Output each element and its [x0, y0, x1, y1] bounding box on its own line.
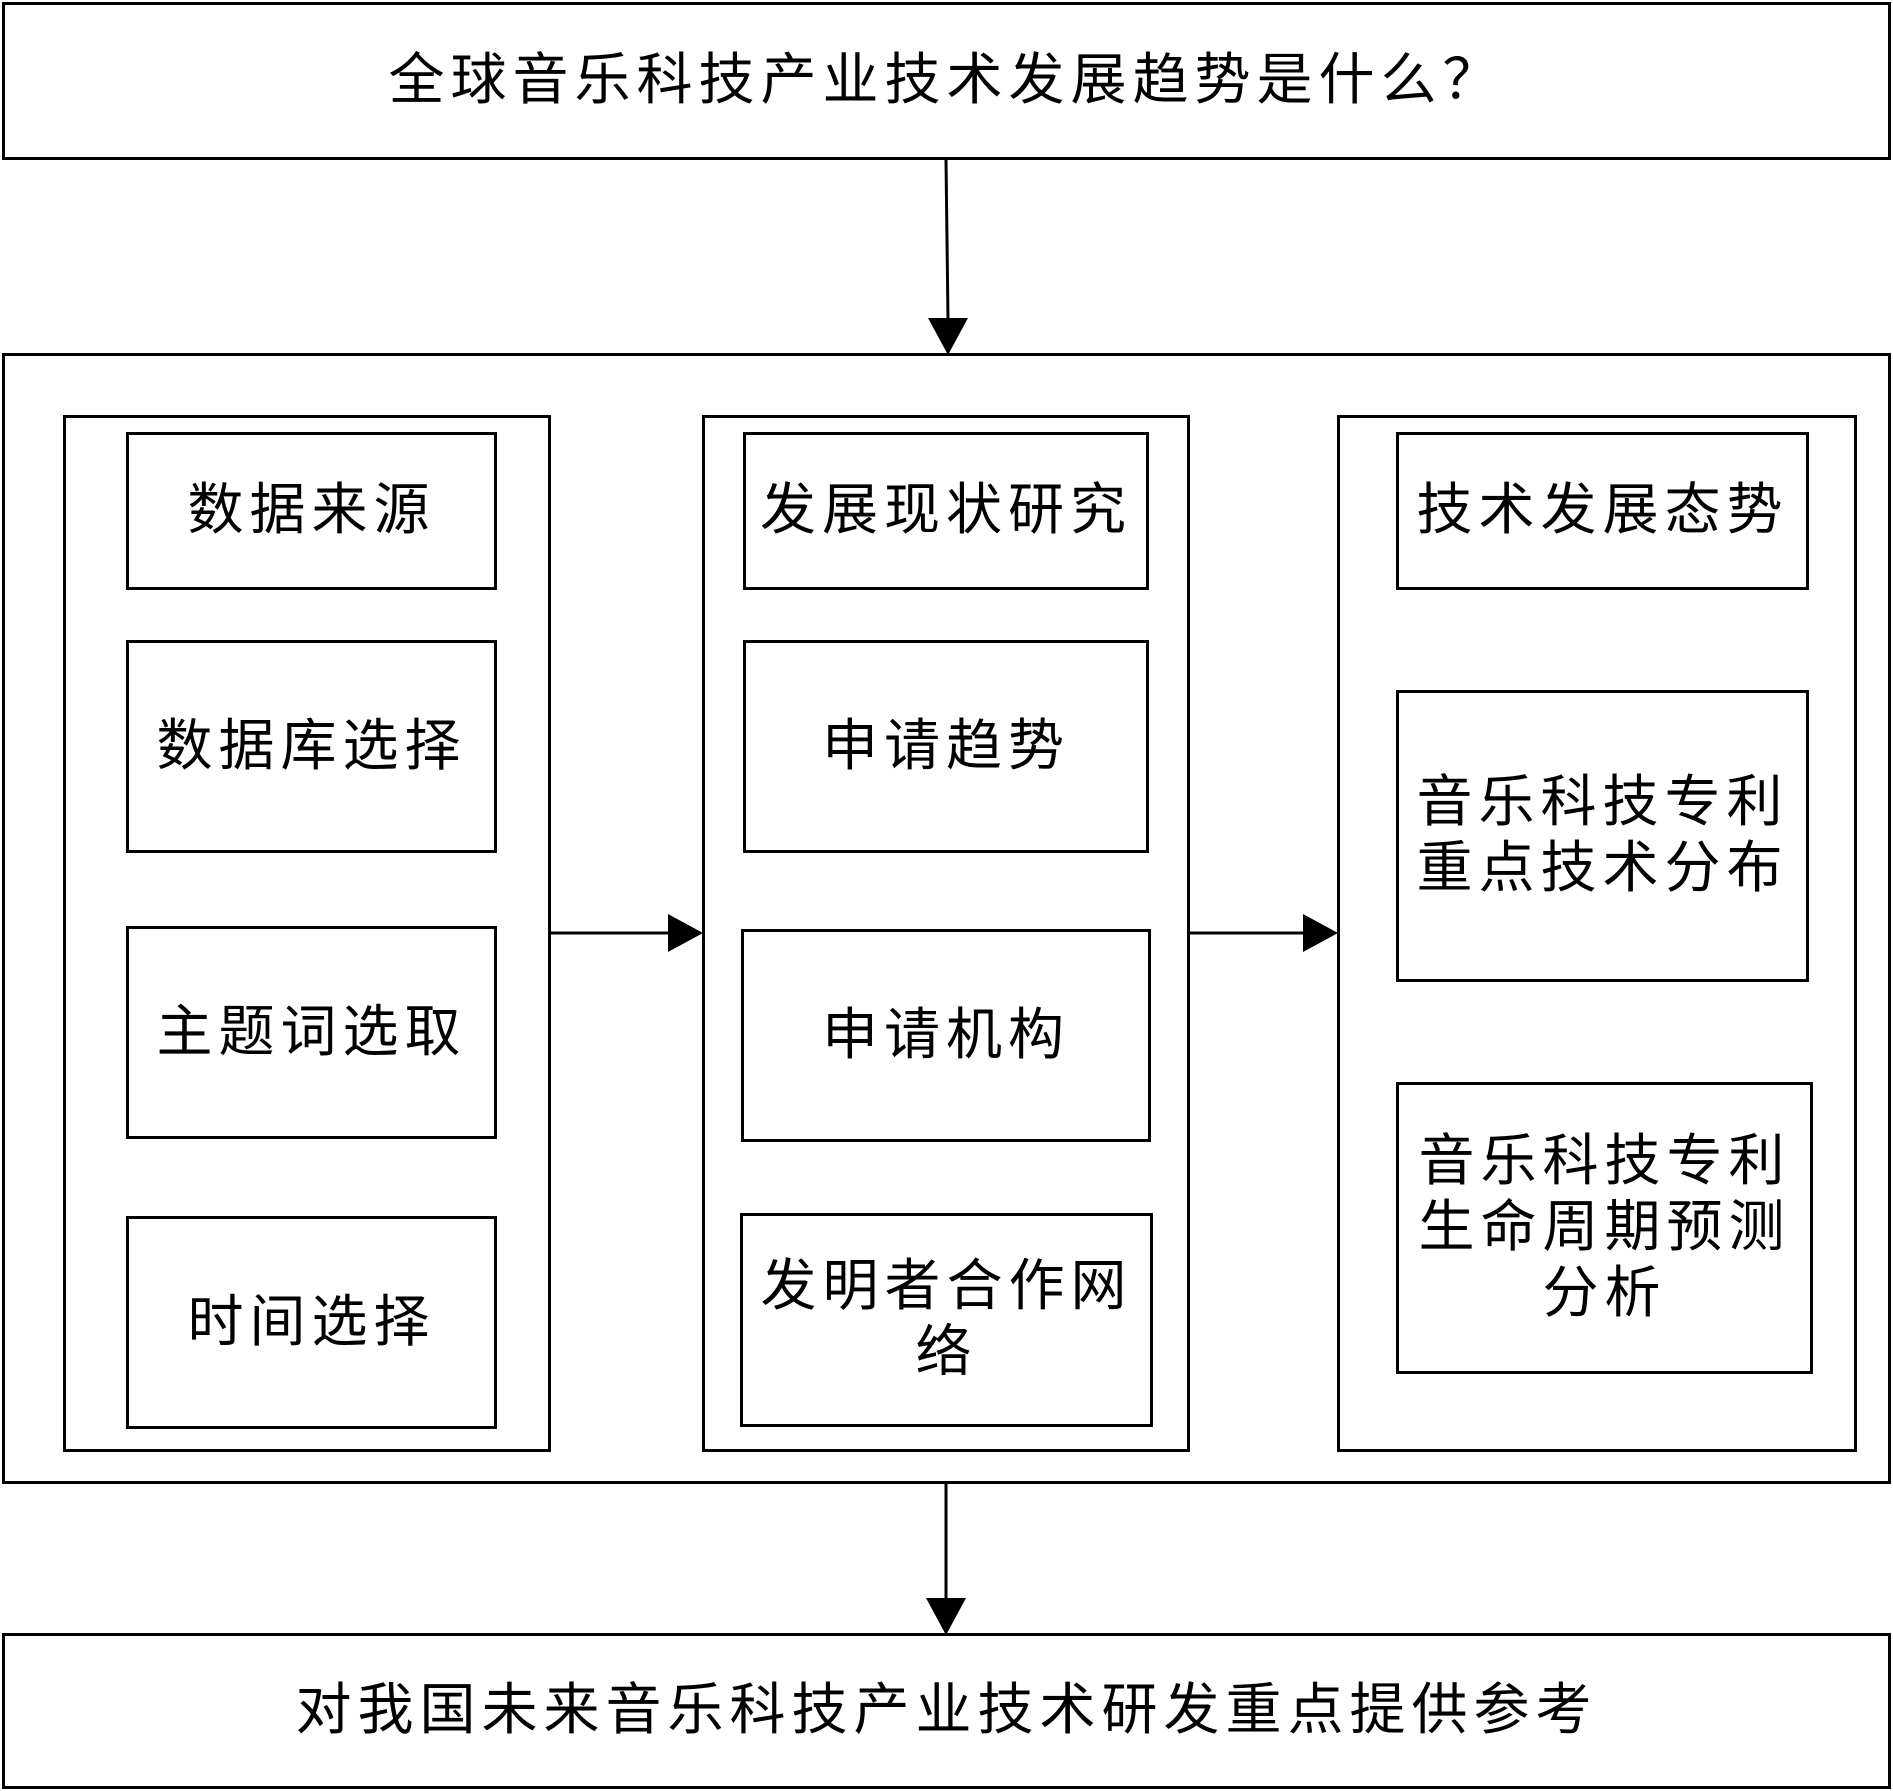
item-label: 发明者合作网 络 [760, 1253, 1133, 1385]
item-label: 音乐科技专利 重点技术分布 [1416, 769, 1789, 901]
item-label: 申请趋势 [822, 713, 1070, 779]
item-label: 时间选择 [187, 1289, 436, 1355]
item-development-status: 发展现状研究 [743, 432, 1149, 590]
item-label: 技术发展态势 [1416, 477, 1789, 543]
item-applicant-institutions: 申请机构 [741, 929, 1151, 1142]
item-inventor-network: 发明者合作网 络 [740, 1213, 1153, 1427]
item-lifecycle-prediction: 音乐科技专利 生命周期预测 分析 [1396, 1082, 1813, 1374]
item-label: 申请机构 [822, 1002, 1070, 1068]
item-key-tech-distribution: 音乐科技专利 重点技术分布 [1396, 690, 1809, 982]
arrowhead-down-bottom [926, 1598, 966, 1635]
arrow-question-to-main [944, 159, 950, 321]
conclusion-box: 对我国未来音乐科技产业技术研发重点提供参考 [2, 1633, 1891, 1789]
item-label: 发展现状研究 [760, 477, 1132, 543]
conclusion-text: 对我国未来音乐科技产业技术研发重点提供参考 [295, 1677, 1598, 1743]
item-label: 数据库选择 [156, 713, 467, 779]
item-data-source: 数据来源 [126, 432, 497, 590]
item-time-selection: 时间选择 [126, 1216, 497, 1429]
item-application-trend: 申请趋势 [743, 640, 1149, 853]
item-label: 数据来源 [187, 477, 436, 543]
item-tech-trend: 技术发展态势 [1396, 432, 1809, 590]
arrowhead-right-1 [668, 914, 703, 952]
item-label: 音乐科技专利 生命周期预测 分析 [1418, 1128, 1791, 1327]
item-label: 主题词选取 [156, 999, 467, 1065]
item-keyword-selection: 主题词选取 [126, 926, 497, 1139]
arrowhead-down-top [928, 318, 968, 355]
item-database-selection: 数据库选择 [126, 640, 497, 853]
question-text: 全球音乐科技产业技术发展趋势是什么？ [388, 47, 1505, 113]
arrowhead-right-2 [1303, 914, 1338, 952]
question-box: 全球音乐科技产业技术发展趋势是什么？ [2, 2, 1891, 160]
